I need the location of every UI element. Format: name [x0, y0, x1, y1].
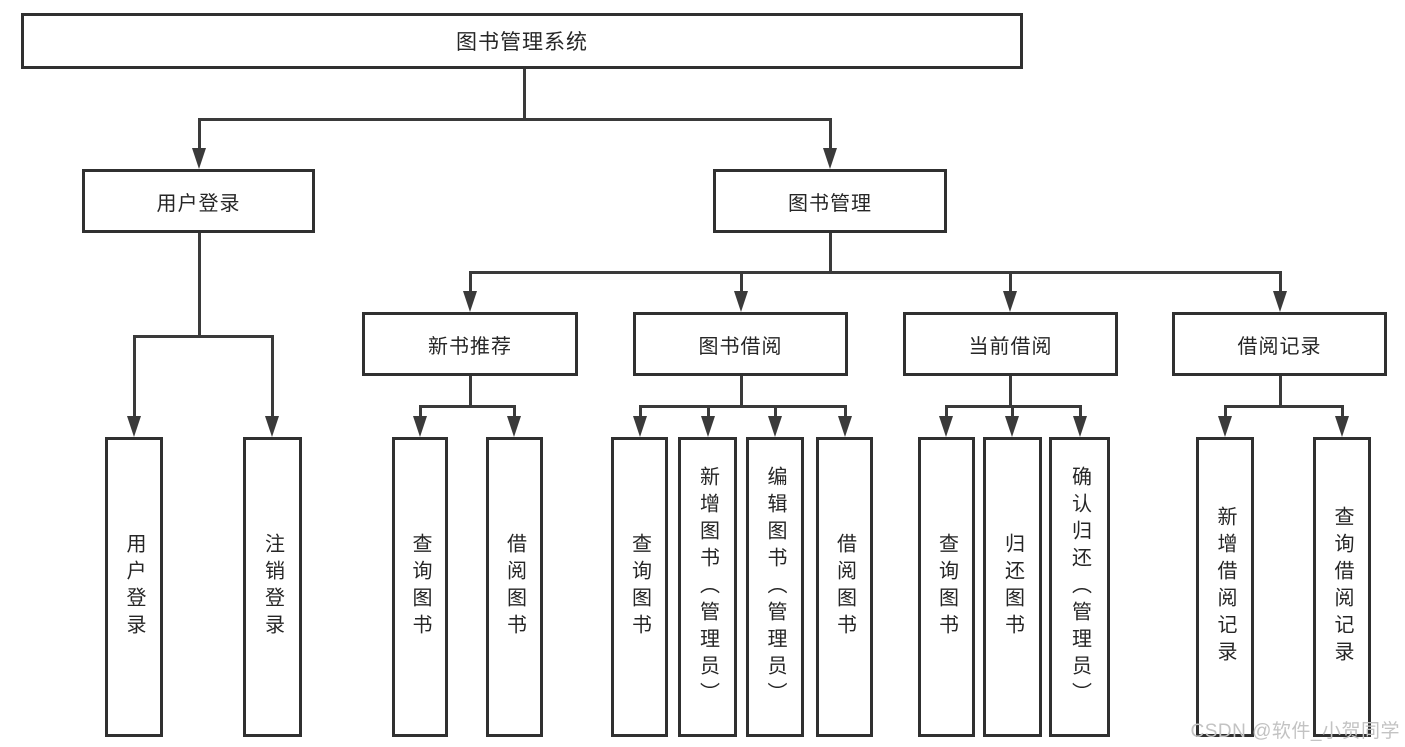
connector-hline [133, 335, 274, 338]
connector-hline [198, 118, 832, 121]
arrow-down-icon [1003, 291, 1017, 312]
connector-vline [1279, 376, 1282, 407]
arrow-down-icon [838, 416, 852, 437]
leaf-label: 查询图书 [935, 533, 958, 641]
connector-vline [1079, 405, 1082, 418]
arrow-down-icon [1273, 291, 1287, 312]
connector-vline [1341, 405, 1344, 418]
connector-vline [829, 118, 832, 150]
node-new-book-recommend: 新书推荐 [362, 312, 578, 376]
arrow-down-icon [734, 291, 748, 312]
connector-vline [271, 335, 274, 418]
arrow-down-icon [507, 416, 521, 437]
connector-vline [1279, 271, 1282, 293]
arrow-down-icon [1218, 416, 1232, 437]
node-book-management: 图书管理 [713, 169, 947, 233]
leaf-label: 归还图书 [1001, 533, 1024, 641]
node-borrow-records: 借阅记录 [1172, 312, 1387, 376]
leaf-label: 编辑图书（管理员） [764, 465, 786, 709]
arrow-down-icon [768, 416, 782, 437]
leaf-label: 注销登录 [261, 533, 284, 641]
watermark: CSDN @软件_小贺同学 [1190, 721, 1400, 742]
leaf-query-borrow-record: 查询借阅记录 [1313, 437, 1371, 737]
arrow-down-icon [1073, 416, 1087, 437]
connector-hline [1224, 405, 1344, 408]
connector-vline [1009, 376, 1012, 407]
leaf-label: 用户登录 [123, 533, 145, 641]
connector-vline [198, 233, 201, 335]
arrow-down-icon [823, 148, 837, 169]
connector-hline [469, 271, 1282, 274]
leaf-label: 借阅图书 [503, 533, 526, 641]
connector-vline [740, 271, 743, 293]
connector-vline [844, 405, 847, 418]
node-library-system: 图书管理系统 [21, 13, 1023, 69]
connector-hline [419, 405, 516, 408]
connector-vline [523, 69, 526, 118]
connector-vline [469, 376, 472, 407]
connector-vline [829, 233, 832, 273]
leaf-edit-book-admin: 编辑图书（管理员） [746, 437, 804, 737]
connector-vline [774, 405, 777, 418]
connector-vline [1224, 405, 1227, 418]
connector-vline [1009, 271, 1012, 293]
arrow-down-icon [939, 416, 953, 437]
leaf-label: 查询图书 [409, 533, 431, 641]
leaf-label: 新增图书（管理员） [696, 465, 719, 709]
arrow-down-icon [127, 416, 141, 437]
arrow-down-icon [413, 416, 427, 437]
arrow-down-icon [633, 416, 647, 437]
arrow-down-icon [463, 291, 477, 312]
connector-vline [639, 405, 642, 418]
leaf-label: 新增借阅记录 [1214, 506, 1236, 668]
leaf-label: 确认归还（管理员） [1068, 465, 1091, 709]
leaf-label: 借阅图书 [833, 533, 856, 641]
connector-vline [469, 271, 472, 293]
connector-vline [1011, 405, 1014, 418]
leaf-logout: 注销登录 [243, 437, 302, 737]
node-book-borrow: 图书借阅 [633, 312, 848, 376]
connector-vline [133, 335, 136, 418]
leaf-confirm-return-admin: 确认归还（管理员） [1049, 437, 1110, 737]
leaf-borrow-books: 借阅图书 [816, 437, 873, 737]
leaf-add-borrow-record: 新增借阅记录 [1196, 437, 1254, 737]
leaf-query-books-current: 查询图书 [918, 437, 975, 737]
arrow-down-icon [192, 148, 206, 169]
arrow-down-icon [1335, 416, 1349, 437]
connector-vline [945, 405, 948, 418]
connector-vline [419, 405, 422, 418]
leaf-borrow-books-recommend: 借阅图书 [486, 437, 543, 737]
node-current-borrow: 当前借阅 [903, 312, 1118, 376]
leaf-add-book-admin: 新增图书（管理员） [678, 437, 737, 737]
arrow-down-icon [1005, 416, 1019, 437]
arrow-down-icon [701, 416, 715, 437]
leaf-label: 查询借阅记录 [1331, 506, 1353, 668]
connector-vline [707, 405, 710, 418]
leaf-user-login: 用户登录 [105, 437, 163, 737]
connector-vline [740, 376, 743, 407]
arrow-down-icon [265, 416, 279, 437]
leaf-return-book: 归还图书 [983, 437, 1042, 737]
connector-hline [639, 405, 847, 408]
connector-vline [513, 405, 516, 418]
leaf-query-books-recommend: 查询图书 [392, 437, 448, 737]
connector-vline [198, 118, 201, 150]
leaf-query-books-borrow: 查询图书 [611, 437, 668, 737]
node-user-login: 用户登录 [82, 169, 315, 233]
leaf-label: 查询图书 [628, 533, 651, 641]
